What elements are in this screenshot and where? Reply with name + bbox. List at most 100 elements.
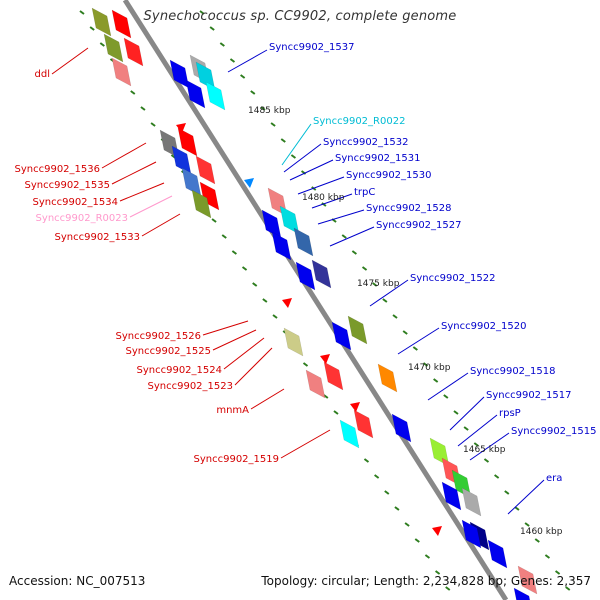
leader-line	[141, 213, 181, 237]
gene-label-right: Syncc9902_1537	[269, 42, 355, 53]
tick-mark	[384, 490, 390, 495]
tick-mark	[150, 122, 156, 127]
gene-label-right: Syncc9902_1515	[511, 426, 597, 437]
leader-line	[281, 123, 312, 166]
tick-mark	[351, 250, 357, 255]
tick-mark	[483, 458, 490, 463]
gene-feature	[461, 519, 482, 549]
gene-feature	[199, 181, 220, 211]
gene-arrow-head	[432, 526, 442, 536]
gene-label-right: Syncc9902_1531	[335, 153, 421, 164]
gene-feature	[347, 315, 368, 345]
tick-mark	[99, 42, 105, 47]
tick-mark	[140, 106, 146, 111]
leader-line	[507, 479, 545, 515]
genome-title: Synechococcus sp. CC9902, complete genom…	[143, 9, 457, 24]
genome-backbone	[122, 0, 509, 600]
scale-label: 1470 kbp	[408, 363, 451, 373]
tick-mark	[252, 282, 258, 287]
gene-label-right: Syncc9902_1517	[486, 390, 572, 401]
gene-feature	[111, 57, 132, 87]
gene-feature	[91, 7, 112, 37]
tick-mark	[434, 570, 441, 575]
tick-mark	[270, 122, 276, 127]
leader-line	[101, 142, 147, 169]
gene-feature	[295, 261, 316, 291]
leader-line	[250, 388, 285, 410]
tick-mark	[363, 458, 370, 463]
leader-line	[469, 432, 510, 461]
leader-line	[311, 193, 353, 209]
leader-line	[427, 372, 469, 401]
gene-feature	[177, 127, 198, 157]
gene-feature	[103, 33, 124, 63]
gene-label-left: Syncc9902_1524	[137, 365, 223, 376]
leader-line	[283, 143, 322, 173]
genome-summary: Topology: circular; Length: 2,234,828 bp…	[261, 574, 591, 588]
tick-mark	[392, 314, 398, 319]
gene-feature	[461, 487, 482, 517]
tick-mark	[504, 490, 510, 495]
accession-text: Accession: NC_007513	[9, 574, 146, 588]
leader-line	[449, 396, 485, 431]
gene-arrow-head	[350, 402, 360, 412]
gene-label-right: Syncc9902_1518	[470, 366, 556, 377]
leader-line	[129, 195, 173, 218]
leader-line	[317, 209, 365, 225]
tick-mark	[414, 538, 420, 543]
gene-arrow-head	[282, 298, 292, 308]
tick-mark	[240, 74, 246, 79]
tick-mark	[463, 426, 469, 431]
gene-feature	[391, 413, 412, 443]
tick-mark	[544, 554, 551, 559]
gene-label-left: Syncc9902_R0023	[36, 213, 128, 224]
leader-line	[227, 49, 268, 73]
tick-mark	[321, 202, 327, 207]
gene-label-right: Syncc9902_1527	[376, 220, 462, 231]
leader-line	[212, 329, 257, 351]
scale-label: 1460 kbp	[520, 527, 563, 537]
tick-mark	[272, 314, 278, 319]
tick-mark	[424, 554, 431, 559]
tick-mark	[250, 90, 256, 95]
gene-label-right: Syncc9902_1520	[441, 321, 527, 332]
gene-feature	[271, 231, 292, 261]
tick-mark	[341, 234, 347, 239]
tick-mark	[473, 442, 479, 447]
tick-mark	[219, 42, 225, 47]
gene-feature	[339, 419, 360, 449]
gene-feature	[513, 587, 531, 600]
gene-label-left: mnmA	[216, 405, 249, 416]
gene-feature	[377, 363, 398, 393]
tick-mark	[524, 522, 530, 527]
leader-line	[119, 182, 165, 202]
gene-label-left: Syncc9902_1523	[148, 381, 234, 392]
tick-mark	[394, 506, 400, 511]
gene-feature	[353, 409, 374, 439]
tick-mark	[79, 10, 85, 15]
gene-feature	[111, 9, 132, 39]
leader-line	[280, 429, 331, 459]
tick-mark	[382, 298, 388, 303]
gene-feature	[331, 321, 352, 351]
gene-label-left: Syncc9902_1534	[33, 197, 119, 208]
gene-label-right: Syncc9902_1532	[323, 137, 409, 148]
gene-feature	[441, 481, 462, 511]
leader-line	[234, 347, 273, 386]
gene-feature	[191, 189, 212, 219]
gene-label-left: Syncc9902_1525	[126, 346, 212, 357]
tick-mark	[302, 362, 309, 367]
tick-mark	[89, 26, 95, 31]
tick-mark	[290, 154, 297, 159]
gene-feature	[487, 539, 508, 569]
leader-line	[369, 279, 409, 307]
gene-label-right: Syncc9902_R0022	[313, 116, 405, 127]
tick-mark	[209, 26, 215, 31]
tick-mark	[361, 266, 368, 271]
gene-feature	[323, 361, 344, 391]
tick-mark	[199, 10, 205, 15]
gene-label-right: Syncc9902_1522	[410, 273, 496, 284]
gene-label-left: Syncc9902_1519	[194, 454, 280, 465]
tick-mark	[260, 106, 266, 111]
leader-line	[329, 226, 375, 247]
